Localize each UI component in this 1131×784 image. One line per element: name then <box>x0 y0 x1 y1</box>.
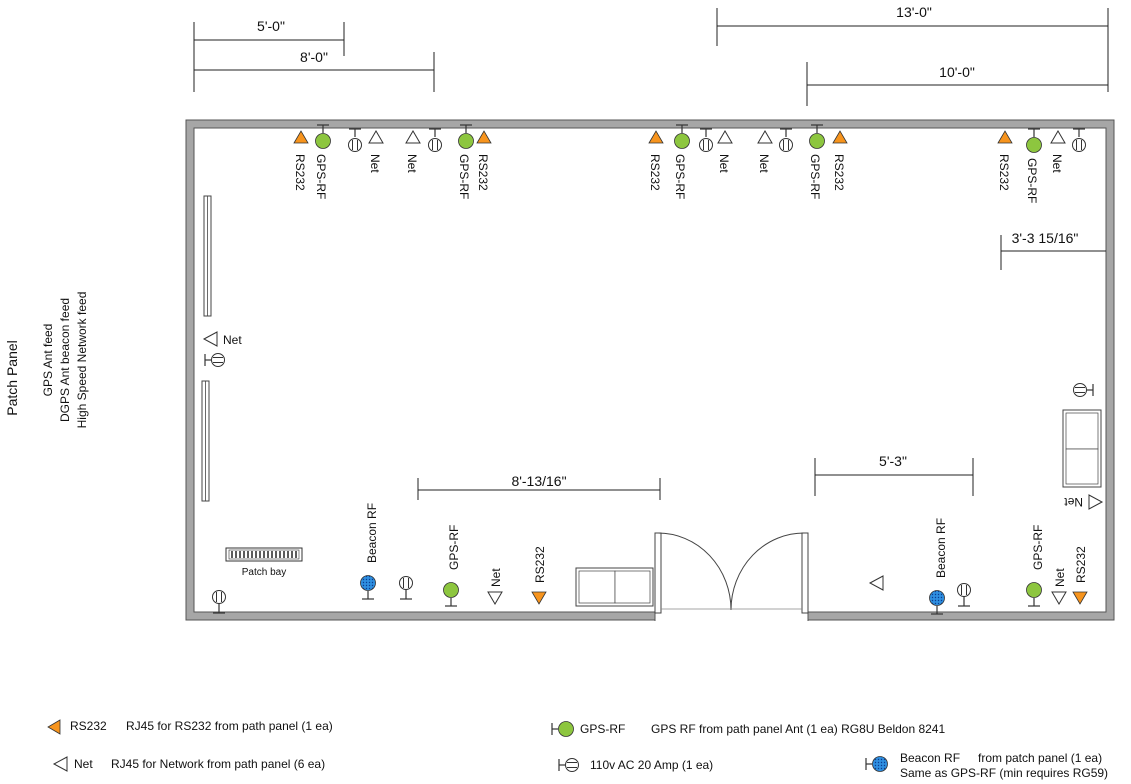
dimension-lines <box>193 8 1109 500</box>
left-wall-rack-lower <box>201 380 210 502</box>
net-icon <box>53 756 68 772</box>
label-rs232: RS232 <box>648 154 662 191</box>
label-net: Net <box>223 333 242 347</box>
label-gps-rf: GPS-RF <box>1025 158 1039 203</box>
label-net: Net <box>1053 568 1067 587</box>
label-gps-rf: GPS-RF <box>447 525 461 570</box>
label-rs232: RS232 <box>533 546 547 583</box>
label-beacon-rf: Beacon RF <box>365 503 379 563</box>
label-net: Net <box>1064 495 1083 509</box>
dim-13ft-top: 13'-0" <box>896 4 932 20</box>
patch-bay-label: Patch bay <box>242 567 286 578</box>
gps-rf-icon <box>558 721 574 737</box>
room-walls <box>185 119 1115 621</box>
label-gps-rf: GPS-RF <box>808 154 822 199</box>
double-door <box>654 532 809 614</box>
power-outlet-icon <box>558 757 580 773</box>
legend-beacon-desc1: from patch panel (1 ea) <box>978 751 1102 765</box>
label-net: Net <box>757 154 771 173</box>
left-wall-rack-upper <box>203 195 212 317</box>
legend-net-label: Net <box>74 757 93 771</box>
legend-rs232-desc: RJ45 for RS232 from path panel (1 ea) <box>126 719 333 733</box>
label-net: Net <box>1050 154 1064 173</box>
legend-gps-label: GPS-RF <box>580 722 625 736</box>
label-gps-rf: GPS-RF <box>1031 525 1045 570</box>
label-net: Net <box>489 568 503 587</box>
dim-5ft-bottom: 5'-3" <box>879 453 907 469</box>
label-gps-rf: GPS-RF <box>314 154 328 199</box>
label-gps-rf: GPS-RF <box>673 154 687 199</box>
desk-bottom <box>575 567 654 607</box>
legend-gps-desc: GPS RF from path panel Ant (1 ea) RG8U B… <box>651 722 945 736</box>
feed-gps-ant: GPS Ant feed <box>41 324 55 397</box>
legend-power-desc: 110v AC 20 Amp (1 ea) <box>590 758 713 772</box>
label-net: Net <box>405 154 419 173</box>
label-rs232: RS232 <box>832 154 846 191</box>
dim-8ft-top: 8'-0" <box>300 49 328 65</box>
dim-8ft-bottom: 8'-13/16" <box>511 473 566 489</box>
label-net: Net <box>717 154 731 173</box>
label-rs232: RS232 <box>476 154 490 191</box>
legend: RS232 RJ45 for RS232 from path panel (1 … <box>47 719 1108 780</box>
dim-3ft-right: 3'-3 15/16" <box>1012 230 1079 246</box>
patch-bay <box>225 547 303 562</box>
label-rs232: RS232 <box>997 154 1011 191</box>
dim-10ft-top: 10'-0" <box>939 64 975 80</box>
feed-dgps-beacon: DGPS Ant beacon feed <box>58 298 72 422</box>
legend-net-desc: RJ45 for Network from path panel (6 ea) <box>111 757 325 771</box>
label-rs232: RS232 <box>1074 546 1088 583</box>
rs232-icon <box>47 719 61 735</box>
beacon-rf-icon <box>872 756 888 772</box>
dim-5ft-top: 5'-0" <box>257 18 285 34</box>
desk-right <box>1062 409 1102 488</box>
patch-panel-title: Patch Panel <box>4 340 20 416</box>
legend-beacon-desc2: Same as GPS-RF (min requires RG59) <box>900 766 1108 780</box>
label-gps-rf: GPS-RF <box>457 154 471 199</box>
label-net: Net <box>368 154 382 173</box>
label-beacon-rf: Beacon RF <box>934 518 948 578</box>
legend-rs232-label: RS232 <box>70 719 107 733</box>
feed-network: High Speed Network feed <box>75 292 89 429</box>
label-rs232: RS232 <box>293 154 307 191</box>
legend-beacon-label: Beacon RF <box>900 751 960 765</box>
